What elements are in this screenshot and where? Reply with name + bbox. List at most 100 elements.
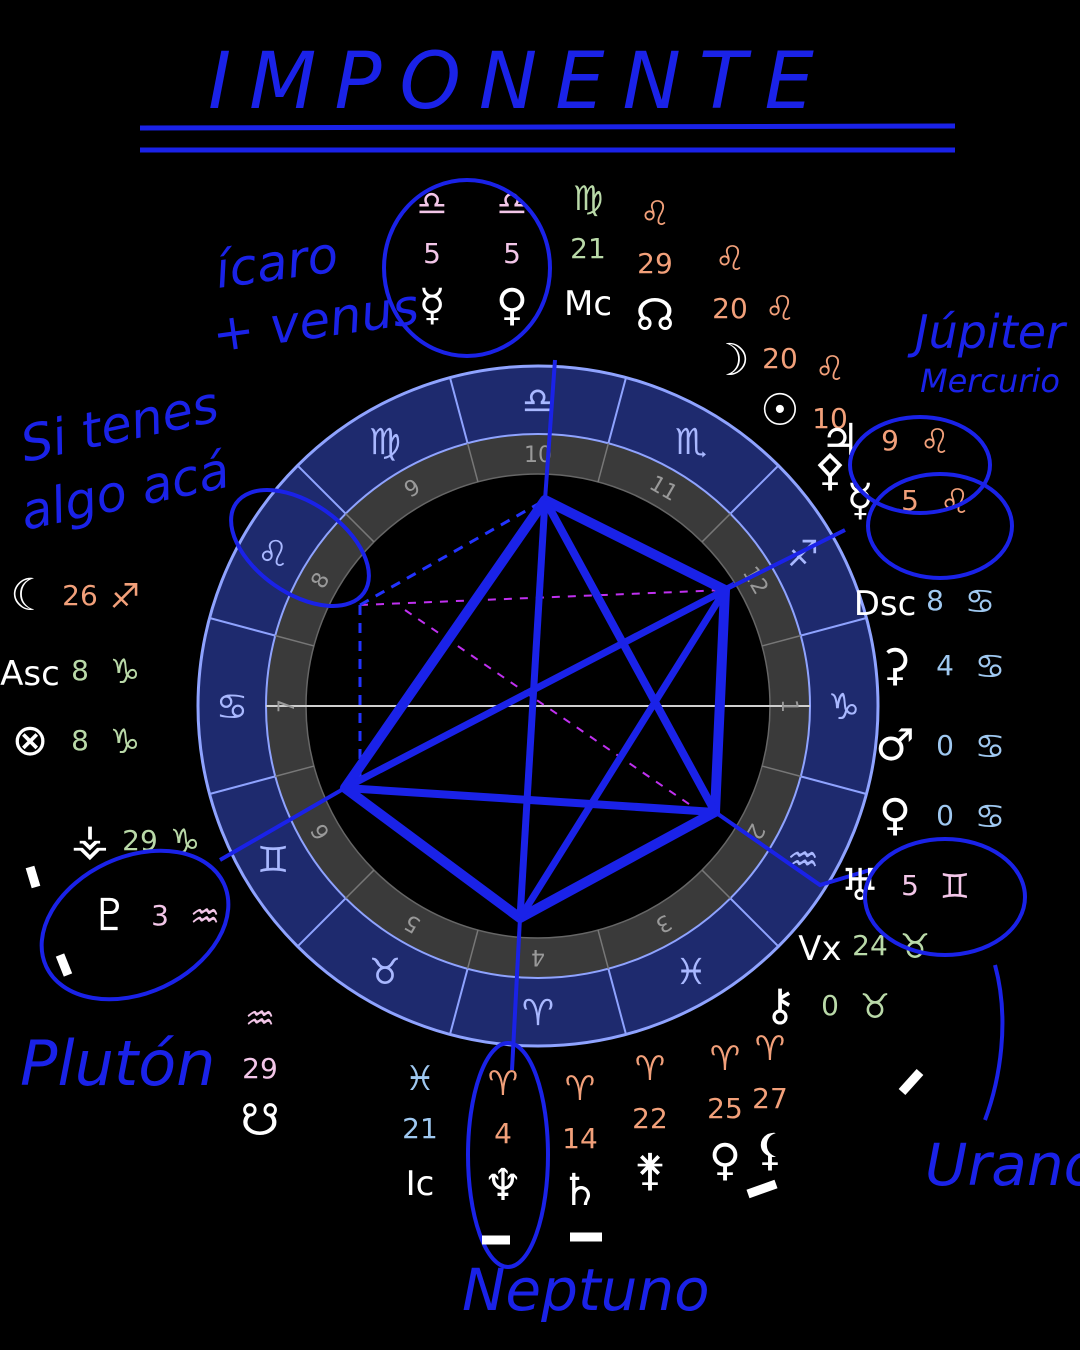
placement-sign: ♌ — [920, 422, 950, 462]
placement-sign: ♒ — [190, 897, 220, 937]
planet-glyph-neptune: ♆ — [483, 1160, 522, 1211]
placement-pallas: ♀25♈ — [707, 1039, 743, 1186]
planet-glyph-ceres: ⚳ — [879, 640, 911, 691]
placement-sign: ♑ — [110, 652, 140, 692]
placement-degree: 29 — [242, 1052, 278, 1085]
title-text: IMPONENTE — [208, 37, 832, 127]
urano-tail — [983, 964, 1005, 1121]
circle-icaro-venus — [382, 178, 552, 358]
sign-glyph: ♑ — [828, 687, 860, 728]
placement-degree: 25 — [707, 1092, 743, 1125]
house-divider — [345, 869, 375, 899]
hand-circles — [39, 178, 1027, 1269]
placement-degree: 14 — [562, 1122, 598, 1155]
pointer-to-jupiter — [724, 528, 846, 592]
sign-glyph: ♊ — [257, 840, 289, 881]
placement-neptune: ♆4♈ — [483, 1064, 522, 1211]
house-dividers — [275, 443, 801, 969]
planet-glyph-venus2: ♀ — [879, 790, 911, 841]
pointer-to-uranus — [713, 810, 871, 888]
sign-divider — [607, 377, 627, 444]
title-underline-1 — [139, 123, 956, 131]
planet-glyph-chiron: ⚷ — [764, 980, 796, 1031]
note-mercurio: Mercurio — [920, 362, 1060, 400]
placement-asc: Asc 8 ♑ — [0, 652, 140, 694]
placement-saturn: ♄14♈ — [560, 1069, 599, 1216]
planet-glyph-pluto: ♇ — [90, 890, 129, 941]
placement-degree: 5 — [423, 237, 441, 270]
placement-sign: ♋ — [965, 582, 995, 622]
placement-sign: ♊ — [940, 867, 970, 907]
placement-ic: Ic 21 ♓ — [402, 1059, 438, 1204]
placement-degree: 27 — [752, 1082, 788, 1115]
sign-divider — [729, 897, 780, 948]
placement-sun: ☉20♌ — [760, 289, 799, 436]
sign-glyph: ♉ — [369, 952, 401, 993]
placement-degree: 26 — [62, 579, 98, 612]
placement-venus: ♀5♎ — [496, 184, 528, 331]
house-divider — [761, 765, 801, 778]
placement-sign: ♈ — [488, 1064, 518, 1104]
sign-glyphs: ♎♍♌♋♊♉♈♓♒♑♐♏ — [216, 381, 860, 1034]
sign-divider — [209, 775, 276, 795]
placement-sign: ♋ — [975, 647, 1005, 687]
retro-mark-vesta — [25, 865, 41, 889]
placement-chiron: ⚷0♉ — [764, 980, 890, 1031]
planet-glyph-asc: Asc — [0, 654, 60, 694]
sign-glyph: ♓ — [675, 952, 707, 993]
planet-glyph-venus: ♀ — [496, 280, 528, 331]
planet-glyph-dsc: Dsc — [854, 584, 917, 624]
placement-degree: 8 — [926, 584, 944, 617]
placement-sign: ♎ — [417, 184, 447, 224]
house-divider — [275, 634, 315, 647]
placement-sign: ♈ — [710, 1039, 740, 1079]
retrograde-marks — [25, 865, 924, 1245]
note-neptuno: Neptuno — [462, 1256, 710, 1324]
planet-glyph-ic: Ic — [406, 1164, 435, 1204]
placement-degree: 8 — [71, 654, 89, 687]
placement-vesta: ⚶29♑ — [71, 815, 200, 866]
placement-degree: 22 — [632, 1102, 668, 1135]
placement-degree: 10 — [812, 402, 848, 435]
placement-degree: 21 — [402, 1112, 438, 1145]
note-pluton: Plutón — [20, 1027, 215, 1100]
placement-sign: ♈ — [635, 1049, 665, 1089]
pointer-to-icaro — [543, 359, 557, 501]
circle-neptune — [466, 1041, 550, 1269]
placement-pluto: ♇ 3 ♒ — [90, 890, 220, 941]
sign-divider — [729, 464, 780, 515]
placement-degree: 0 — [936, 729, 954, 762]
planet-glyph-lilith: ⚸ — [754, 1125, 786, 1176]
house-divider — [761, 634, 801, 647]
placement-degree: 3 — [151, 899, 169, 932]
placement-degree: 9 — [881, 424, 899, 457]
retro-mark-chiron — [898, 1068, 924, 1096]
sign-divider — [449, 377, 469, 444]
placement-sign: ♐ — [110, 577, 140, 617]
placement-degree: 5 — [901, 484, 919, 517]
placement-sign: ♓ — [405, 1059, 435, 1099]
planet-glyph-juno: ⚵ — [634, 1145, 666, 1196]
retro-mark-pluto — [55, 953, 73, 977]
placement-node: ☊29♌ — [635, 194, 674, 341]
note-icaro: ícaro — [212, 225, 342, 300]
placement-sign: ♋ — [975, 797, 1005, 837]
placement-southnode: ☋29♒ — [240, 999, 279, 1146]
placement-degree: 20 — [762, 342, 798, 375]
pointer-to-pluto — [219, 786, 346, 862]
placement-lilith: ⚸27♈ — [752, 1029, 788, 1176]
planet-glyph-jupiter: ♃ — [820, 415, 859, 466]
house-divider — [466, 929, 479, 969]
planet-glyph-southnode: ☋ — [240, 1095, 279, 1146]
sign-glyph: ♍ — [369, 422, 401, 463]
placement-mars: ♂0♋ — [875, 720, 1005, 771]
circle-mercury — [866, 472, 1014, 580]
sign-divider — [296, 464, 347, 515]
placement-degree: 0 — [821, 989, 839, 1022]
planet-glyph-trident: ⚴ — [814, 445, 846, 496]
sign-divider — [607, 968, 627, 1035]
aspect-line-vertical — [516, 499, 549, 919]
